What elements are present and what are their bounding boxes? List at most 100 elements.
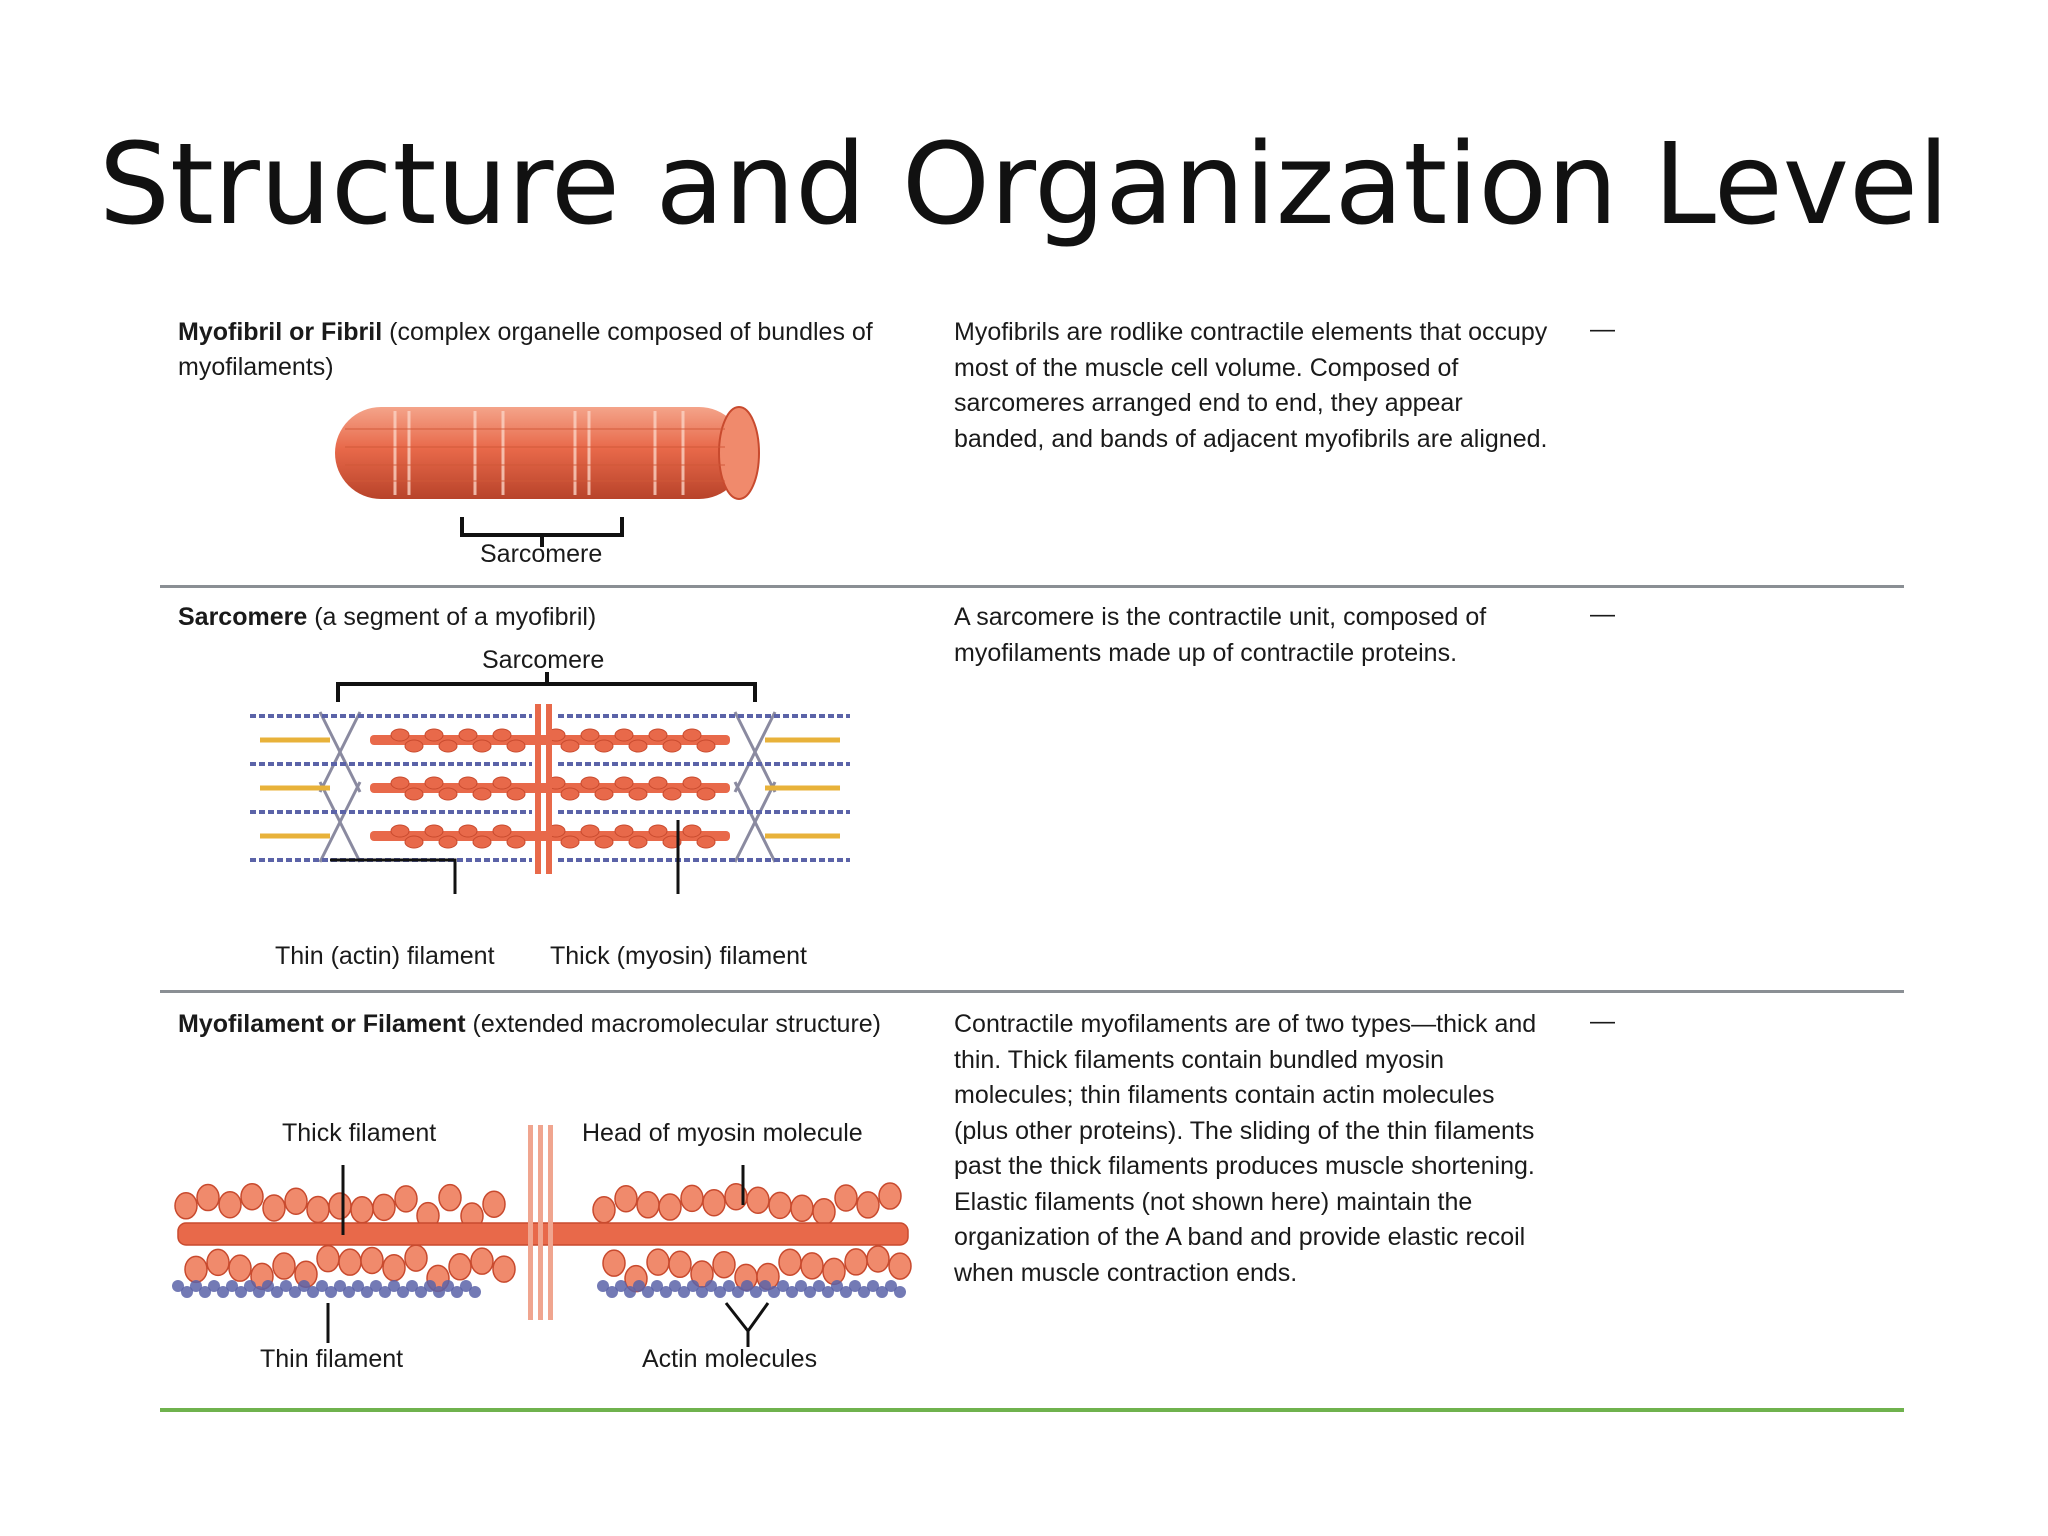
myosin-head: [560, 787, 580, 801]
myosin-head: [560, 739, 580, 753]
sarcomere-illustration: [250, 672, 850, 894]
myosin-head: [360, 1246, 384, 1275]
myosin-head: [492, 824, 512, 838]
myosin-head: [614, 728, 634, 742]
myosin-head: [636, 1191, 660, 1219]
actin-molecule: [651, 1280, 663, 1292]
myosin-head: [856, 1191, 880, 1219]
myosin-head: [448, 1253, 472, 1281]
actin-molecule: [714, 1286, 726, 1298]
actin-molecule: [235, 1286, 247, 1298]
myosin-head: [866, 1245, 890, 1273]
myosin-head: [218, 1191, 242, 1219]
myosin-head: [680, 1184, 704, 1213]
actin-molecule: [433, 1286, 445, 1298]
actin-molecule: [633, 1280, 645, 1292]
actin-molecule: [379, 1286, 391, 1298]
actin-molecule: [849, 1280, 861, 1292]
actin-molecule: [822, 1286, 834, 1298]
myosin-head: [668, 1250, 692, 1279]
actin-molecule: [451, 1286, 463, 1298]
thin-filament-label: Thin (actin) filament: [275, 942, 495, 970]
actin-molecule: [624, 1286, 636, 1298]
actin-molecule: [831, 1280, 843, 1292]
qualifier: (a segment of a myofibril): [314, 603, 597, 631]
myofibril-end: [718, 406, 760, 500]
myosin-head: [834, 1184, 858, 1212]
actin-molecule: [786, 1286, 798, 1298]
myosin-head: [800, 1252, 824, 1280]
myosin-head: [662, 739, 682, 753]
actin-molecule: [415, 1286, 427, 1298]
myosin-head: [382, 1253, 406, 1282]
qualifier: (extended macromolecular structure): [472, 1010, 882, 1038]
row-myofilament: Myofilament or Filament (extended macrom…: [160, 1007, 1904, 1407]
myosin-head: [492, 1255, 516, 1283]
actin-pointer: [724, 1302, 770, 1347]
myosin-head: [306, 1195, 330, 1224]
myosin-head: [394, 1185, 418, 1213]
actin-molecule: [885, 1280, 897, 1292]
myosin-head: [560, 835, 580, 849]
myosin-head: [404, 1244, 428, 1272]
myosin-head: [648, 824, 668, 838]
actin-molecule: [298, 1280, 310, 1292]
myosin-head: [284, 1187, 308, 1216]
myosin-head: [696, 787, 716, 801]
term: Myofilament or Filament: [178, 1010, 466, 1038]
actin-molecules-label: Actin molecules: [642, 1345, 818, 1373]
sarcomere-bracket: [460, 517, 624, 547]
actin-molecule: [352, 1280, 364, 1292]
term: Myofibril or Fibril: [178, 318, 383, 346]
myosin-head: [658, 1193, 682, 1221]
thin-pointer: [330, 858, 457, 894]
myosin-head: [506, 787, 526, 801]
myosin-head: [594, 787, 614, 801]
myosin-head: [844, 1248, 868, 1276]
actin-molecule: [687, 1280, 699, 1292]
myosin-head: [438, 739, 458, 753]
actin-molecule: [660, 1286, 672, 1298]
myosin-head: [580, 824, 600, 838]
myosin-head: [648, 728, 668, 742]
actin-molecule: [840, 1286, 852, 1298]
myosin-head: [206, 1248, 230, 1277]
myosin-head: [424, 776, 444, 790]
actin-molecule: [705, 1280, 717, 1292]
filament-rows: [250, 714, 850, 862]
myosin-head: [580, 776, 600, 790]
myosin-head: [492, 776, 512, 790]
actin-molecule: [759, 1280, 771, 1292]
myosin-head: [228, 1254, 252, 1282]
actin-molecule: [181, 1286, 193, 1298]
sarcomere-bracket: [336, 672, 757, 702]
myosin-head: [506, 835, 526, 849]
actin-molecule: [606, 1286, 618, 1298]
actin-molecule: [244, 1280, 256, 1292]
actin-molecule: [406, 1280, 418, 1292]
actin-molecule: [469, 1286, 481, 1298]
actin-molecule: [894, 1286, 906, 1298]
myosin-head: [438, 787, 458, 801]
myosin-head: [424, 824, 444, 838]
term: Sarcomere: [178, 603, 308, 631]
fibril-lines: [345, 428, 725, 482]
myosin-head-label: Head of myosin molecule: [582, 1119, 863, 1147]
actin-molecule: [858, 1286, 870, 1298]
note-dash: —: [1590, 1007, 1615, 1035]
actin-molecule: [262, 1280, 274, 1292]
note-dash: —: [1590, 600, 1615, 628]
myosin-head: [628, 835, 648, 849]
actin-molecule: [777, 1280, 789, 1292]
myosin-head: [628, 787, 648, 801]
myosin-head: [390, 776, 410, 790]
myosin-head: [506, 739, 526, 753]
myosin-head: [696, 835, 716, 849]
myosin-head: [272, 1252, 296, 1280]
myosin-head: [682, 776, 702, 790]
myosin-head: [778, 1248, 802, 1276]
actin-molecule: [289, 1286, 301, 1298]
slide-title: Structure and Organization Level: [98, 120, 1950, 250]
thin-filament-label: Thin filament: [260, 1345, 404, 1373]
myosin-head: [458, 824, 478, 838]
